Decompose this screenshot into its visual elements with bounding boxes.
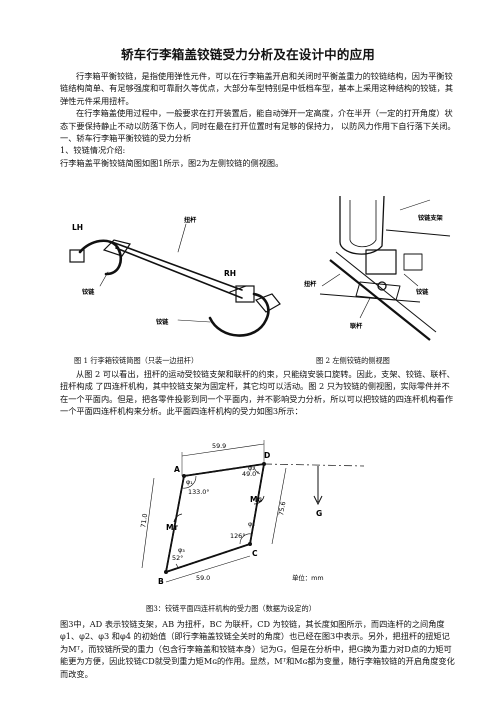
intro-paragraph-1: 行李箱平衡铰链，是指使用弹性元件，可以在行李箱盖开启和关闭时平衡盖重力的铰链结构… <box>60 71 454 106</box>
fig3-point-d: D <box>264 451 270 460</box>
fig3-point-b: B <box>158 577 164 586</box>
fig2-label-torsion-bar: 扭杆 <box>304 280 317 288</box>
fig3-unit-label: 单位：mm <box>292 573 324 582</box>
figure-intro-line: 行李箱盖平衡铰链简图如图1所示，图2为左侧铰链的侧视图。 <box>60 157 284 168</box>
figure-3-linkage-diagram: A B C D 59.9 71.0 59.0 75.6 133.0° 52° 1… <box>139 440 365 586</box>
fig2-label-hinge: 铰链 <box>416 288 429 296</box>
fig1-label-torsion-bar: 扭杆 <box>184 216 197 224</box>
paragraph-fig2-text: 从图 2 可以看出，扭杆的运动受铰链支架和联杆的约束，只能绕安装口旋转。因此，支… <box>60 369 455 417</box>
fig2-label-link: 联杆 <box>350 322 363 330</box>
paragraph-fig2-analysis: 从图 2 可以看出，扭杆的运动受铰链支架和联杆的约束，只能绕安装口旋转。因此，支… <box>60 368 456 418</box>
fig3-angle-d: 49.0° <box>242 470 259 478</box>
figure-1-hinge-sketch: LH RH 扭杆 铰链 铰链 <box>69 216 281 337</box>
fig3-phi-2: φ₂ <box>248 464 255 472</box>
paragraph-fig3-text: 图3中，AD 表示铰链支架，AB 为扭杆，BC 为联杆，CD 为铰链，其长度如图… <box>60 619 455 679</box>
fig3-force-g: G <box>316 509 322 518</box>
fig3-length-cd: 75.6 <box>277 501 287 516</box>
document-title: 轿车行李箱盖铰链受力分析及在设计中的应用 <box>120 47 375 62</box>
figure-2-side-view: 铰链支架 扭杆 铰链 联杆 <box>304 195 451 341</box>
fig3-length-ad: 59.9 <box>212 442 226 450</box>
intro-paragraph-2: 在行李箱盖使用过程中，一般要求在打开装置后，能自动弹开一定高度，介在半开（一定的… <box>60 108 456 131</box>
fig3-moment-mg: Mɢ <box>250 495 263 504</box>
fig3-moment-mt: Mᴛ <box>166 523 179 532</box>
fig1-label-hinge-top: 铰链 <box>82 288 95 296</box>
fig3-length-ab: 71.0 <box>139 513 149 528</box>
figure-3-caption: 图3：铰链平面四连杆机构的受力图（数据为设定的） <box>146 604 316 613</box>
fig3-angle-b: 52° <box>172 554 183 562</box>
paragraph-fig3-analysis: 图3中，AD 表示铰链支架，AB 为扭杆，BC 为联杆，CD 为铰链，其长度如图… <box>60 618 456 680</box>
intro-block: 行李箱平衡铰链，是指使用弹性元件，可以在行李箱盖开启和关闭时平衡盖重力的铰链结构… <box>60 70 456 169</box>
fig3-phi-3: φ₃ <box>178 546 185 554</box>
section-heading-2: 1、铰链情况介绍: <box>60 145 126 156</box>
fig3-phi-1: φ₁ <box>186 478 193 486</box>
fig3-point-c: C <box>252 549 258 558</box>
fig1-label-rh: RH <box>224 269 236 278</box>
figure-2-caption: 图 2 左侧铰链的侧视图 <box>316 356 390 365</box>
fig1-label-lh: LH <box>72 223 83 232</box>
figure-1-caption: 图 1 行李箱铰链简图（只装一边扭杆） <box>74 356 199 365</box>
fig3-phi-4: φ₄ <box>248 520 255 528</box>
fig3-angle-c: 126° <box>230 532 245 540</box>
fig2-label-bracket: 铰链支架 <box>418 214 444 222</box>
section-heading-1: 一、轿车行李箱平衡铰链的受力分析 <box>60 133 192 144</box>
fig3-point-a: A <box>174 465 180 474</box>
fig1-label-hinge-bottom: 铰链 <box>156 318 169 326</box>
fig3-length-bc: 59.0 <box>196 574 210 582</box>
fig3-angle-a: 133.0° <box>188 488 210 496</box>
